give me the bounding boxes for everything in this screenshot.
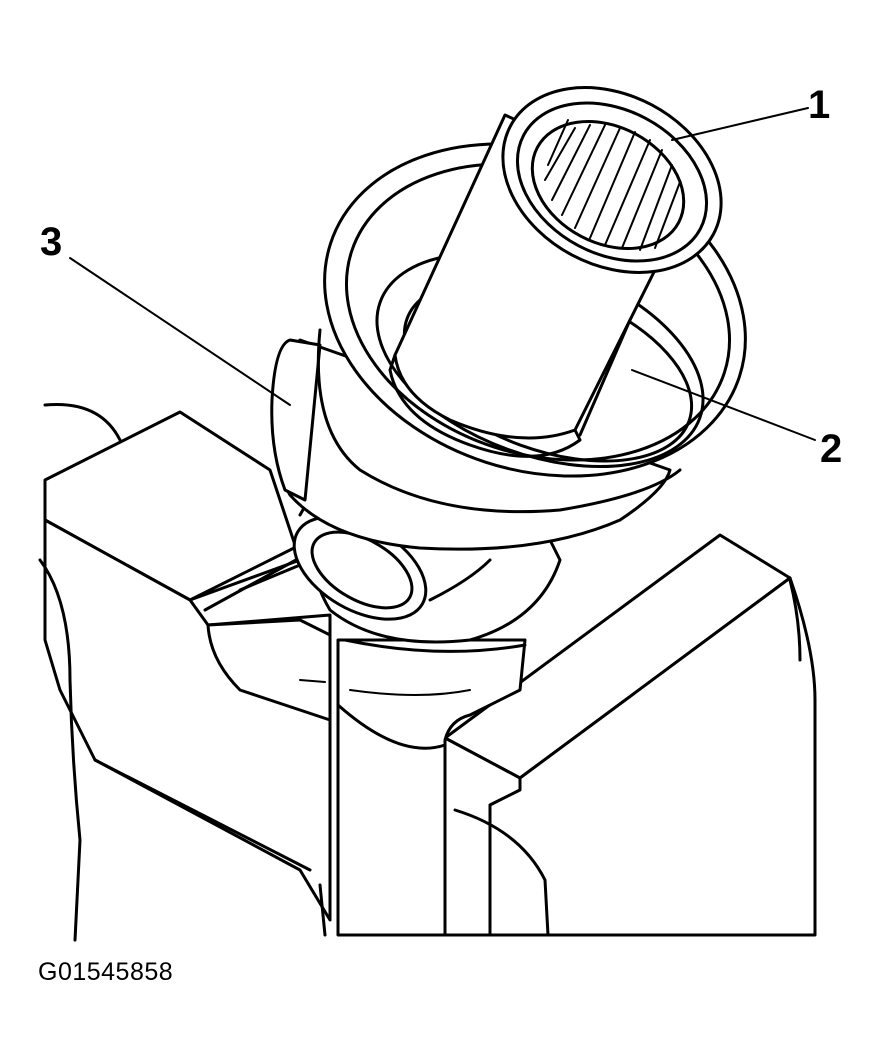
leader-line-3 [69, 257, 291, 406]
callout-leaders [69, 107, 816, 441]
shaft-stem [336, 638, 527, 937]
callout-number-2: 2 [820, 427, 842, 471]
tube-end-chamfer [515, 101, 709, 263]
splined-tube [388, 86, 723, 458]
right-vise-jaw-body [488, 576, 817, 937]
leader-line-1 [671, 107, 809, 141]
figure-code-label: G01545858 [38, 958, 174, 986]
callout-number-3: 3 [40, 220, 62, 264]
callout-number-1: 1 [808, 83, 830, 127]
callout-numbers: 1 2 3 [40, 83, 842, 471]
yoke-ear-left [270, 338, 322, 502]
bearing-cup-inner [310, 530, 414, 610]
vise-fixture [38, 402, 817, 942]
left-jaw-block [206, 618, 332, 722]
left-vise-jaw-body [43, 518, 332, 922]
spline-teeth [544, 119, 681, 251]
stem-column [336, 638, 527, 937]
leader-line-2 [631, 369, 816, 441]
